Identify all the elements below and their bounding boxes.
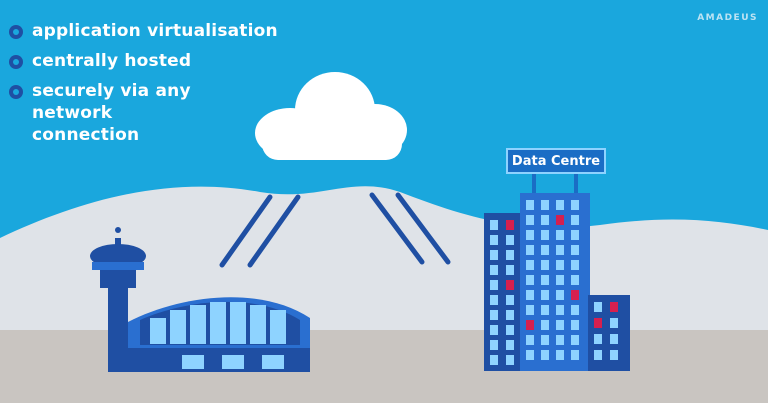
window [526,350,534,360]
window [571,230,579,240]
list-item: securely via any network connection [8,80,278,146]
window [506,340,514,350]
window [506,280,514,290]
window [490,235,498,245]
window [506,265,514,275]
window [571,200,579,210]
window [541,335,549,345]
window [541,200,549,210]
window [541,260,549,270]
window [506,250,514,260]
window [490,325,498,335]
window [594,334,602,344]
window [526,305,534,315]
gear-icon [9,85,23,99]
window [556,260,564,270]
window [490,280,498,290]
window [610,350,618,360]
window [610,318,618,328]
data-centre-buildings [484,174,630,371]
window [556,200,564,210]
window [556,230,564,240]
window [556,350,564,360]
window [526,320,534,330]
window [571,305,579,315]
gear-icon [9,25,23,39]
window [556,290,564,300]
window [506,355,514,365]
window [541,290,549,300]
list-item: application virtualisation [8,20,278,42]
data-centre-sign: Data Centre [506,148,606,174]
window [526,275,534,285]
window [571,245,579,255]
window [490,265,498,275]
window [571,290,579,300]
window [556,305,564,315]
window [541,230,549,240]
window [490,340,498,350]
window [541,245,549,255]
gear-icon [9,55,23,69]
bullet-text: application virtualisation [32,21,278,41]
window [526,230,534,240]
window [506,310,514,320]
list-item: centrally hosted [8,50,278,72]
window [594,350,602,360]
window [526,200,534,210]
bullet-text: securely via any network connection [32,81,191,145]
window [490,355,498,365]
window [526,260,534,270]
window [571,215,579,225]
connection-lines [219,192,451,268]
window [594,302,602,312]
window [556,215,564,225]
window [526,215,534,225]
window [610,302,618,312]
window [506,235,514,245]
airport-terminal [128,297,310,372]
window [506,220,514,230]
window [490,295,498,305]
window [556,335,564,345]
window [571,275,579,285]
bullet-text: centrally hosted [32,51,192,71]
window [490,250,498,260]
window [571,260,579,270]
window [610,334,618,344]
airport-tower [90,227,146,372]
window [541,305,549,315]
window [541,320,549,330]
window [571,350,579,360]
window [526,335,534,345]
window [571,320,579,330]
window [556,245,564,255]
brand-logo: AMADEUS [697,13,758,23]
window [541,350,549,360]
window [506,325,514,335]
window [594,318,602,328]
cloud-icon [255,72,407,160]
window [490,310,498,320]
window [541,275,549,285]
window [541,215,549,225]
window [571,335,579,345]
window [526,245,534,255]
window [506,295,514,305]
feature-list: application virtualisation centrally hos… [8,20,278,154]
window [526,290,534,300]
window [556,320,564,330]
window [490,220,498,230]
window [556,275,564,285]
